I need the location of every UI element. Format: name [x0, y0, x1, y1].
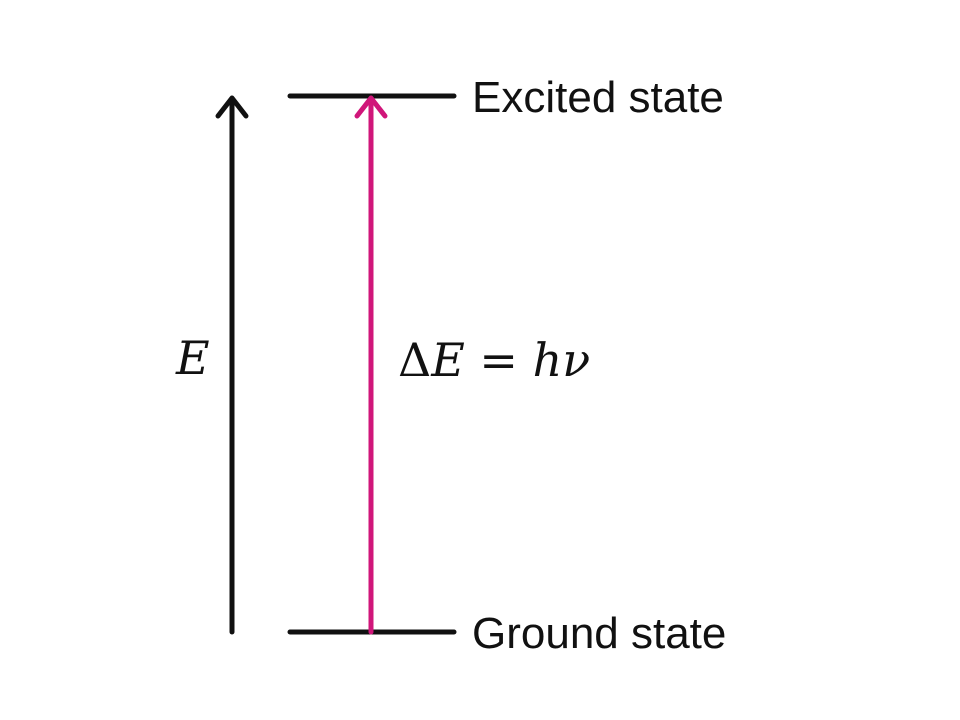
delta-symbol: Δ	[398, 333, 431, 387]
energy-axis-label: E	[175, 331, 210, 385]
transition-arrow	[354, 95, 388, 635]
transition-arrowhead	[354, 95, 388, 119]
transition-equation: ΔE = hν	[398, 333, 590, 387]
excited-state-label: Excited state	[472, 73, 724, 122]
ground-state-label: Ground state	[472, 609, 726, 658]
energy-axis-arrow	[215, 95, 249, 635]
equation-rest: E = hν	[430, 333, 590, 387]
energy-axis-arrowhead	[215, 95, 249, 119]
